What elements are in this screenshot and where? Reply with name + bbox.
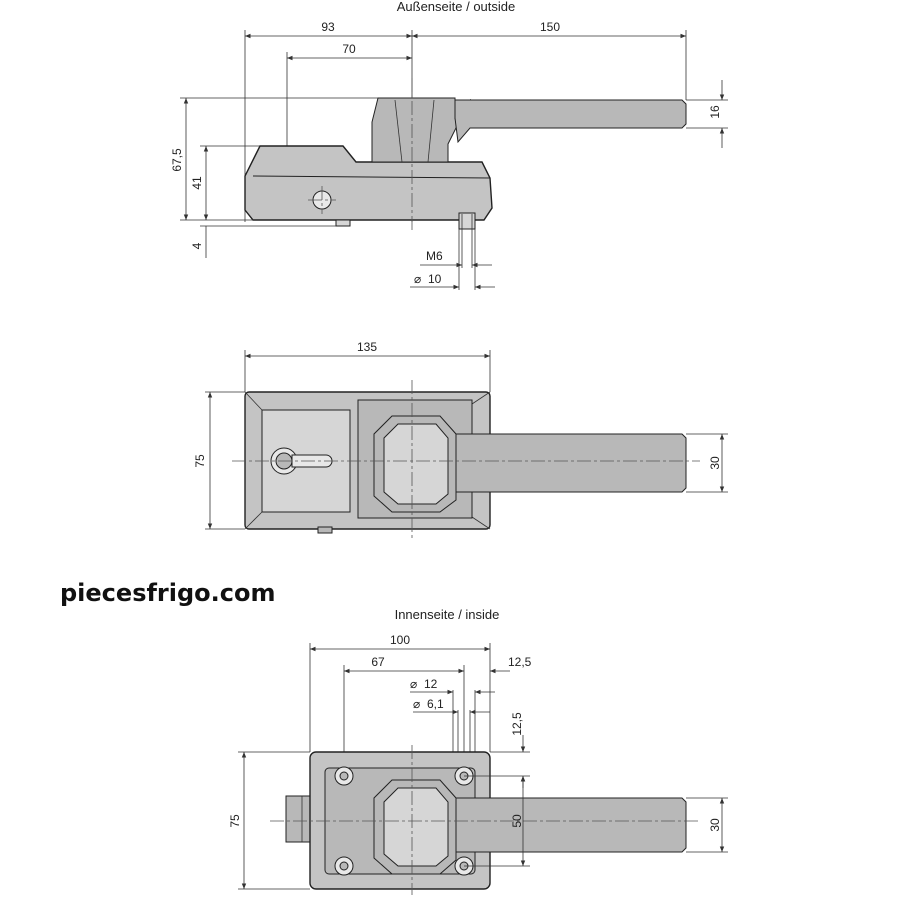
top-view: 135 75 30 [193,340,728,540]
diameter-symbol-2: ⌀ [410,677,417,691]
dim-12-5-horizontal: 12,5 [508,655,532,669]
dim-75-inside: 75 [228,814,242,828]
inside-view: Innenseite / inside 100 67 12,5 ⌀ 12 ⌀ 6… [228,607,728,895]
dim-70: 70 [342,42,356,56]
cylinder-stub [285,795,311,843]
dim-150: 150 [540,20,560,34]
dim-30-top: 30 [708,456,722,470]
screw-hole-bottom-left [334,856,354,876]
dim-67: 67 [371,655,385,669]
dim-41: 41 [190,176,204,190]
screw-hole-top-left [334,766,354,786]
lever-side [454,99,687,144]
dim-m6: M6 [426,249,443,263]
lever-top [455,433,687,493]
watermark: piecesfrigo.com [60,579,275,607]
dim-16: 16 [708,105,722,119]
diameter-symbol: ⌀ [414,272,421,286]
dim-100: 100 [390,633,410,647]
dim-93: 93 [321,20,335,34]
dim-dia-12: 12 [424,677,438,691]
diameter-symbol-3: ⌀ [413,697,420,711]
outside-view-title: Außenseite / outside [397,0,516,14]
dim-75-top: 75 [193,454,207,468]
dim-dia-10: 10 [428,272,442,286]
dim-30-inside: 30 [708,818,722,832]
dim-50: 50 [510,814,524,828]
outside-view: Außenseite / outside 93 150 70 [170,0,728,290]
m6-bolt [458,212,476,230]
dim-67-5: 67,5 [170,148,184,172]
dim-135: 135 [357,340,377,354]
dim-12-5-vertical: 12,5 [510,712,524,736]
inside-view-title: Innenseite / inside [395,607,500,622]
dim-dia-6-1: 6,1 [427,697,444,711]
dim-4: 4 [190,242,204,249]
lever-inside [455,797,687,853]
lock-body-side [244,145,493,221]
